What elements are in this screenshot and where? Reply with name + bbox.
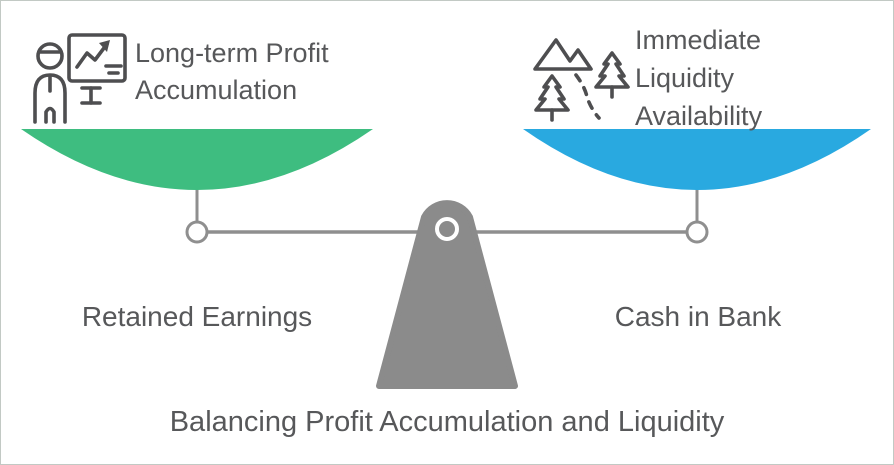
mountains-trees-trail-icon xyxy=(533,38,630,122)
fulcrum xyxy=(376,200,518,389)
left-pan-label: Retained Earnings xyxy=(81,301,313,332)
right-pan-label: Cash in Bank xyxy=(614,301,782,332)
diagram-caption: Balancing Profit Accumulation and Liquid… xyxy=(169,406,725,438)
pivot-hole xyxy=(435,217,459,241)
presenter-whiteboard-chart-icon xyxy=(33,33,127,124)
right-pan xyxy=(523,129,871,190)
right-beam-ring xyxy=(685,220,709,244)
left-beam-ring xyxy=(185,220,209,244)
left-pan xyxy=(21,129,373,190)
left-heading: Long-term Profit Accumulation xyxy=(135,38,329,105)
right-heading: Immediate Liquidity Availability xyxy=(635,25,763,131)
